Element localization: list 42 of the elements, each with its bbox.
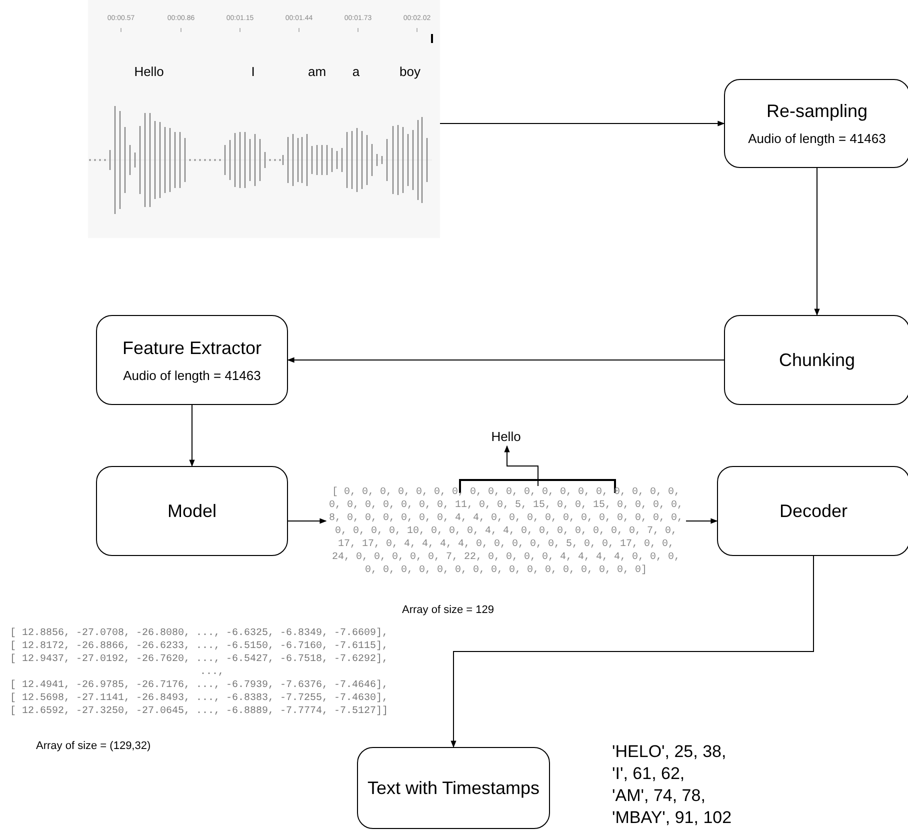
process-box (724, 315, 908, 405)
arrow (440, 120, 725, 126)
matrix-row: [ 12.5698, -27.1141, -26.8493, ..., -6.8383, -7.7255, -7.4630], (10, 692, 388, 705)
arrow (814, 168, 820, 316)
process-box (96, 315, 288, 405)
process-box (717, 466, 908, 556)
word-label: I (251, 63, 255, 81)
matrix-row: [ 12.8172, -26.8866, -26.6233, ..., -6.5150, -6.7160, -7.6115], (10, 640, 388, 653)
box-subtitle: Audio of length = 41463 (748, 130, 886, 148)
box-title: Feature Extractor (122, 336, 262, 360)
word-label: boy (400, 63, 420, 81)
process-box (724, 79, 908, 168)
box-subtitle: Audio of length = 41463 (123, 366, 261, 385)
matrix-row: ..., (200, 666, 224, 679)
arrow (686, 518, 718, 524)
arrow (287, 357, 724, 363)
arrow (189, 404, 195, 467)
timestamp-output-line: 'I', 61, 62, (612, 763, 685, 785)
timestamp-output-line: 'MBAY', 91, 102 (612, 807, 732, 829)
timestamp-output-line: 'AM', 74, 78, (612, 785, 706, 807)
box-title: Decoder (779, 500, 848, 522)
arrow (504, 445, 538, 486)
array-values: [ 0, 0, 0, 0, 0, 0, 0, 0, 0, 0, 0, 0, 0, 0, 0, 0, 0, 0, 0, 0, 0, 0, 0, 0, 0, 0, 11, 0, 0, 5, 15, 0, 0, 15, 0, 0, 0, 0, 8, 0, 0, 0, 0, 0, 0, 4, 4, 0, 0, 0, 0, 0, 0, 0, 0, 0, 0, 0, 0, 0, 0, 0, 10, 0, 0, 0, 4, 4, 0, 0, 0, 0, 0, 0, 0, 7, 0, 17, 17, 0, 4, 4, 4, 4, 0, 0, 0, 0, 0, 5, 0, 0, 17, 0, 0, 24, 0, 0, 0, 0, 0, 7, 22, 0, 0, 0, 0, 4, 4, 4, 4, 0, 0, 0, 0, 0, 0, 0, 0, 0, 0, 0, 0, 0, 0, 0, 0, 0, 0, 0] (328, 486, 684, 577)
word-label: am (308, 63, 326, 81)
array-size-note: Array of size = 129 (402, 603, 494, 618)
matrix-row: [ 12.6592, -27.3250, -27.0645, ..., -6.8889, -7.7774, -7.5127]] (10, 705, 388, 718)
matrix-row: [ 12.8856, -27.0708, -26.8080, ..., -6.6325, -6.8349, -7.6609], (10, 627, 388, 640)
process-box (96, 466, 288, 556)
arrow (288, 518, 327, 524)
matrix-row: [ 12.9437, -27.0192, -26.7620, ..., -6.5427, -6.7518, -7.6292], (10, 653, 388, 666)
box-title: Re-sampling (766, 100, 868, 124)
box-title: Model (167, 500, 217, 522)
box-title: Text with Timestamps (367, 776, 540, 800)
matrix-row: [ 12.4941, -26.9785, -26.7176, ..., -6.7939, -7.6376, -7.4646], (10, 679, 388, 692)
word-label: Hello (134, 63, 164, 81)
timestamp-output-line: 'HELO', 25, 38, (612, 741, 726, 763)
arrow (450, 556, 814, 748)
box-title: Chunking (778, 348, 856, 372)
process-box (357, 747, 550, 829)
word-label: a (352, 63, 360, 81)
output-word: Hello (491, 428, 521, 446)
array-size-note: Array of size = (129,32) (36, 739, 151, 754)
